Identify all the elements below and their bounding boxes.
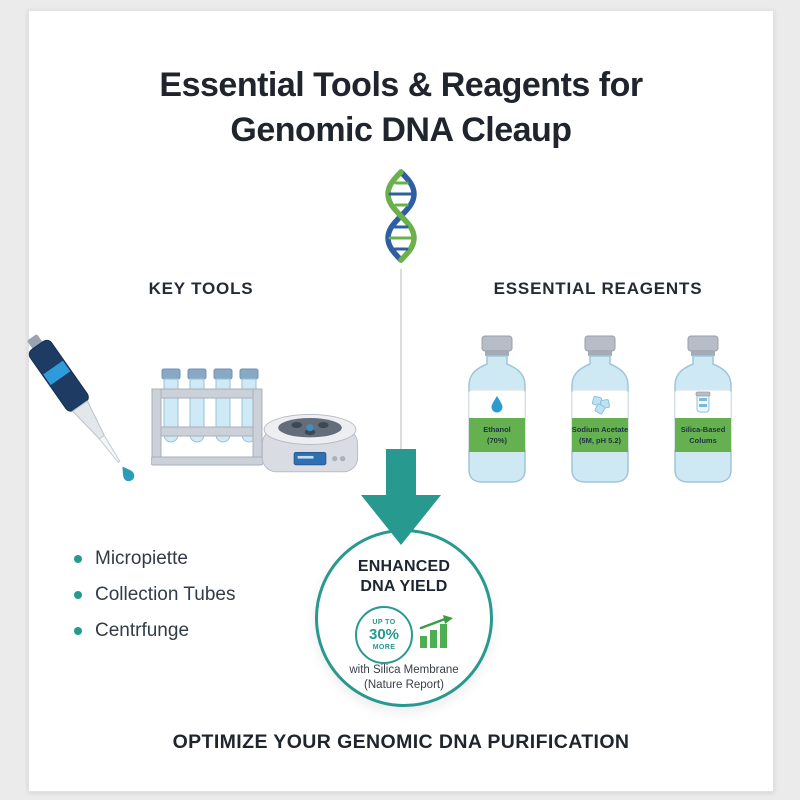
- percentage-badge: UP TO 30% MORE: [355, 606, 413, 664]
- badge-value: 30%: [368, 626, 400, 644]
- tool-label: Micropiette: [95, 548, 188, 569]
- bullet-icon: [74, 627, 82, 635]
- tube-rack-icon: [150, 357, 264, 474]
- key-tools-list: Micropiette Collection Tubes Centrfunge: [74, 547, 235, 643]
- bottle-label-line-2: Colums: [689, 436, 717, 445]
- bullet-icon: [74, 591, 82, 599]
- connector-line: [400, 269, 402, 453]
- page-title: Essential Tools & Reagents for Genomic D…: [29, 63, 773, 153]
- result-note-line-1: with Silica Membrane: [349, 664, 459, 676]
- reagent-bottle-silica-columns: Silica-Based Colums: [660, 334, 746, 484]
- title-line-1: Essential Tools & Reagents for: [159, 66, 643, 104]
- reagent-bottle-sodium-acetate: Sodium Acetate (5M, pH 5.2): [557, 334, 643, 484]
- bottle-label-line-1: Silica-Based: [680, 425, 726, 435]
- tool-label: Collection Tubes: [95, 584, 236, 605]
- micropipette-icon: [7, 320, 157, 498]
- bullet-icon: [74, 555, 82, 563]
- footer-tagline: OPTIMIZE YOUR GENOMIC DNA PURIFICATION: [172, 731, 630, 753]
- key-tools-heading: KEY TOOLS: [148, 279, 254, 298]
- centrifuge-icon: [257, 403, 363, 483]
- bottle-label: Silica-Based Colums: [673, 421, 733, 451]
- bottle-label-line-1: Ethanol: [483, 425, 511, 435]
- spin-column-icon: [695, 391, 711, 413]
- badge-up-to: UP TO: [372, 618, 396, 626]
- bottle-label-line-1: Sodium Acetate: [571, 425, 629, 435]
- list-item: Centrfunge: [74, 619, 235, 643]
- bottle-label: Ethanol (70%): [467, 421, 527, 451]
- badge-more: MORE: [372, 643, 396, 651]
- result-heading-line-2: DNA YIELD: [360, 578, 448, 596]
- bottle-label-line-2: (5M, pH 5.2): [578, 436, 622, 445]
- dna-helix-icon: [374, 169, 428, 270]
- essential-reagents-heading: ESSENTIAL REAGENTS: [493, 279, 703, 298]
- list-item: Collection Tubes: [74, 583, 235, 607]
- reagent-bottle-ethanol: Ethanol (70%): [454, 334, 540, 484]
- droplet-icon: [491, 396, 503, 413]
- crystals-icon: [591, 395, 610, 415]
- title-line-2: Genomic DNA Cleaup: [230, 110, 572, 149]
- list-item: Micropiette: [74, 547, 235, 571]
- result-note: with Silica Membrane (Nature Report): [318, 663, 490, 693]
- result-heading: ENHANCED DNA YIELD: [318, 557, 490, 598]
- bottle-label: Sodium Acetate (5M, pH 5.2): [570, 421, 630, 451]
- bar-chart-icon: [418, 615, 456, 654]
- result-circle: ENHANCED DNA YIELD UP TO 30% MORE with S…: [315, 529, 493, 707]
- result-heading-line-1: ENHANCED: [357, 558, 451, 575]
- infographic-card: Essential Tools & Reagents for Genomic D…: [27, 10, 774, 792]
- bottle-label-line-2: (70%): [486, 436, 507, 445]
- result-note-line-2: (Nature Report): [364, 678, 444, 691]
- down-arrow-icon: [353, 449, 449, 554]
- tool-label: Centrfunge: [95, 620, 190, 641]
